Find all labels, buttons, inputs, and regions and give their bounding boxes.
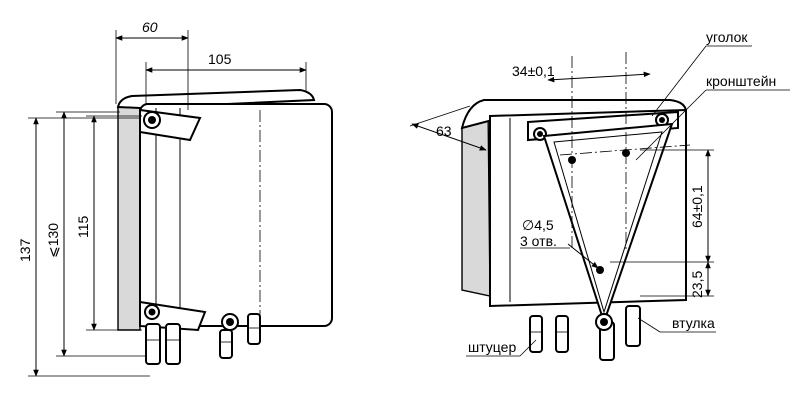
dim-label-64: 64±0,1 [689,185,705,228]
dim-line-34 [547,71,651,83]
callout-label-bracket: кронштейн [706,73,776,89]
dim-label-105: 105 [208,51,232,67]
right-dimensions: 34±0,1 63 64±0,1 23,5 ∅4,5 3 отв. [409,63,714,298]
hole-count-label: 3 отв. [520,233,557,249]
left-fittings [145,313,261,365]
left-top-lug [139,108,202,142]
left-housing-view [116,88,333,365]
dim-label-60: 60 [142,19,158,35]
dim-line-63 [411,123,487,151]
dim-label-130: ⩽130 [45,223,61,258]
callout-label-fitting: штуцер [468,339,516,355]
dim-label-23: 23,5 [689,271,705,298]
dim-label-63: 63 [436,123,452,139]
hole-callout-leader [567,243,599,269]
callout-leader-fitting [519,339,537,357]
right-bracket [542,122,674,326]
left-dimensions: 60 105 137 ⩽130 115 [17,19,307,377]
right-bracket-inner [553,131,663,314]
right-callouts: уголок кронштейн штуцер втулка [466,29,790,357]
dim-label-137: 137 [17,238,33,262]
callout-leader-bracket [635,89,707,161]
right-center-line-h [559,144,691,156]
right-housing-view [460,52,691,361]
left-housing-side-face [117,96,141,331]
dim-label-34: 34±0,1 [512,63,555,79]
callout-label-corner: уголок [706,29,748,45]
right-housing-side-face [461,102,491,297]
callout-leader-corner [651,45,707,117]
callout-leader-sleeve [637,317,661,333]
hole-dia-label: ∅4,5 [522,217,554,233]
callout-label-sleeve: втулка [672,315,715,331]
dim-label-115: 115 [75,215,91,238]
right-fittings [529,305,641,361]
